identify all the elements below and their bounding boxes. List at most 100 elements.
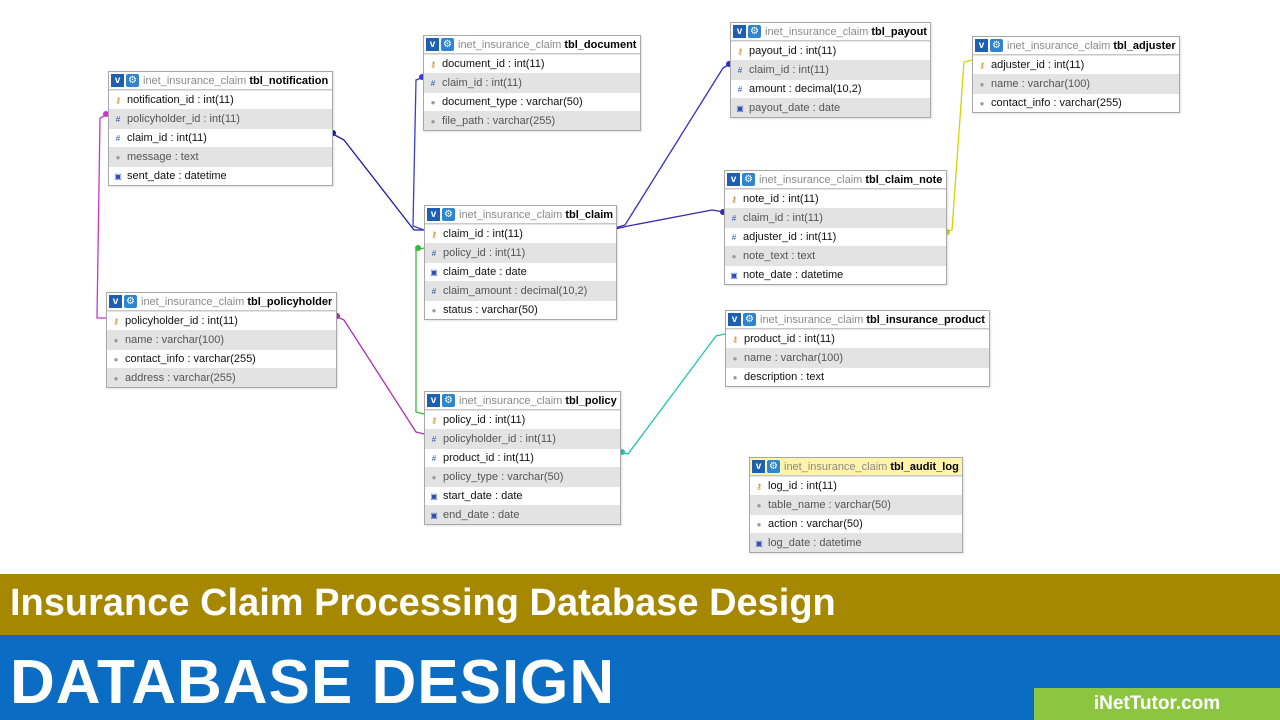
column-row[interactable]: ●file_path : varchar(255) — [424, 111, 640, 130]
column-row[interactable]: ●name : varchar(100) — [726, 348, 989, 367]
date-icon: ▣ — [755, 538, 763, 548]
relation-line — [614, 209, 725, 230]
gear-icon[interactable]: ⚙ — [442, 208, 455, 221]
column-row[interactable]: ▣log_date : datetime — [750, 533, 962, 552]
toggle-icon[interactable]: v — [733, 25, 746, 38]
column-row[interactable]: #adjuster_id : int(11) — [725, 227, 946, 246]
column-row[interactable]: ▣note_date : datetime — [725, 265, 946, 284]
column-row[interactable]: ●policy_type : varchar(50) — [425, 467, 620, 486]
column-row[interactable]: ⚷policy_id : int(11) — [425, 410, 620, 429]
gear-icon[interactable]: ⚙ — [743, 313, 756, 326]
column-row[interactable]: ●description : text — [726, 367, 989, 386]
gear-icon[interactable]: ⚙ — [742, 173, 755, 186]
column-row[interactable]: ●status : varchar(50) — [425, 300, 616, 319]
column-row[interactable]: ⚷document_id : int(11) — [424, 54, 640, 73]
table-name: tbl_insurance_product — [866, 313, 985, 326]
column-row[interactable]: ⚷policyholder_id : int(11) — [107, 311, 336, 330]
relation-line — [618, 333, 726, 455]
column-row[interactable]: ▣sent_date : datetime — [109, 166, 332, 185]
key-icon: ⚷ — [979, 60, 985, 70]
gear-icon[interactable]: ⚙ — [126, 74, 139, 87]
gear-icon[interactable]: ⚙ — [124, 295, 137, 308]
column-label: sent_date : datetime — [127, 170, 227, 182]
column-row[interactable]: #claim_id : int(11) — [424, 73, 640, 92]
table-name: tbl_policy — [565, 394, 617, 407]
column-row[interactable]: #policy_id : int(11) — [425, 243, 616, 262]
column-row[interactable]: ⚷note_id : int(11) — [725, 189, 946, 208]
column-row[interactable]: ▣payout_date : date — [731, 98, 930, 117]
column-label: claim_id : int(11) — [442, 77, 522, 89]
column-label: claim_id : int(11) — [743, 212, 823, 224]
column-row[interactable]: ▣claim_date : date — [425, 262, 616, 281]
relation-endpoint — [415, 245, 421, 251]
column-row[interactable]: #policyholder_id : int(11) — [109, 109, 332, 128]
toggle-icon[interactable]: v — [728, 313, 741, 326]
key-icon: ⚷ — [732, 334, 738, 344]
column-row[interactable]: ●contact_info : varchar(255) — [107, 349, 336, 368]
column-row[interactable]: ●contact_info : varchar(255) — [973, 93, 1179, 112]
column-row[interactable]: ⚷notification_id : int(11) — [109, 90, 332, 109]
column-row[interactable]: ●table_name : varchar(50) — [750, 495, 962, 514]
gear-icon[interactable]: ⚙ — [442, 394, 455, 407]
column-row[interactable]: ⚷log_id : int(11) — [750, 476, 962, 495]
column-row[interactable]: ●document_type : varchar(50) — [424, 92, 640, 111]
gear-icon[interactable]: ⚙ — [990, 39, 1003, 52]
column-row[interactable]: #policyholder_id : int(11) — [425, 429, 620, 448]
column-row[interactable]: ●action : varchar(50) — [750, 514, 962, 533]
column-row[interactable]: #amount : decimal(10,2) — [731, 79, 930, 98]
column-row[interactable]: #product_id : int(11) — [425, 448, 620, 467]
column-row[interactable]: ●message : text — [109, 147, 332, 166]
column-row[interactable]: ●address : varchar(255) — [107, 368, 336, 387]
relation-line — [944, 59, 973, 233]
column-row[interactable]: ⚷adjuster_id : int(11) — [973, 55, 1179, 74]
toggle-icon[interactable]: v — [727, 173, 740, 186]
column-row[interactable]: ⚷product_id : int(11) — [726, 329, 989, 348]
column-row[interactable]: #claim_amount : decimal(10,2) — [425, 281, 616, 300]
column-label: note_text : text — [743, 250, 816, 262]
gear-icon[interactable]: ⚙ — [441, 38, 454, 51]
column-label: note_id : int(11) — [743, 193, 819, 205]
column-row[interactable]: ●name : varchar(100) — [973, 74, 1179, 93]
text-icon: ● — [431, 472, 437, 482]
toggle-icon[interactable]: v — [426, 38, 439, 51]
column-row[interactable]: ●note_text : text — [725, 246, 946, 265]
toggle-icon[interactable]: v — [752, 460, 765, 473]
toggle-icon[interactable]: v — [109, 295, 122, 308]
toggle-icon[interactable]: v — [975, 39, 988, 52]
column-row[interactable]: ⚷claim_id : int(11) — [425, 224, 616, 243]
column-label: end_date : date — [443, 509, 520, 521]
column-row[interactable]: ▣end_date : date — [425, 505, 620, 524]
column-row[interactable]: ▣start_date : date — [425, 486, 620, 505]
toggle-icon[interactable]: v — [427, 394, 440, 407]
column-row[interactable]: #claim_id : int(11) — [109, 128, 332, 147]
gear-icon[interactable]: ⚙ — [767, 460, 780, 473]
column-row[interactable]: ●name : varchar(100) — [107, 330, 336, 349]
column-row[interactable]: #claim_id : int(11) — [725, 208, 946, 227]
column-row[interactable]: ⚷payout_id : int(11) — [731, 41, 930, 60]
toggle-icon[interactable]: v — [427, 208, 440, 221]
relation-line — [96, 113, 109, 319]
gear-icon[interactable]: ⚙ — [748, 25, 761, 38]
column-row[interactable]: #claim_id : int(11) — [731, 60, 930, 79]
toggle-icon[interactable]: v — [111, 74, 124, 87]
